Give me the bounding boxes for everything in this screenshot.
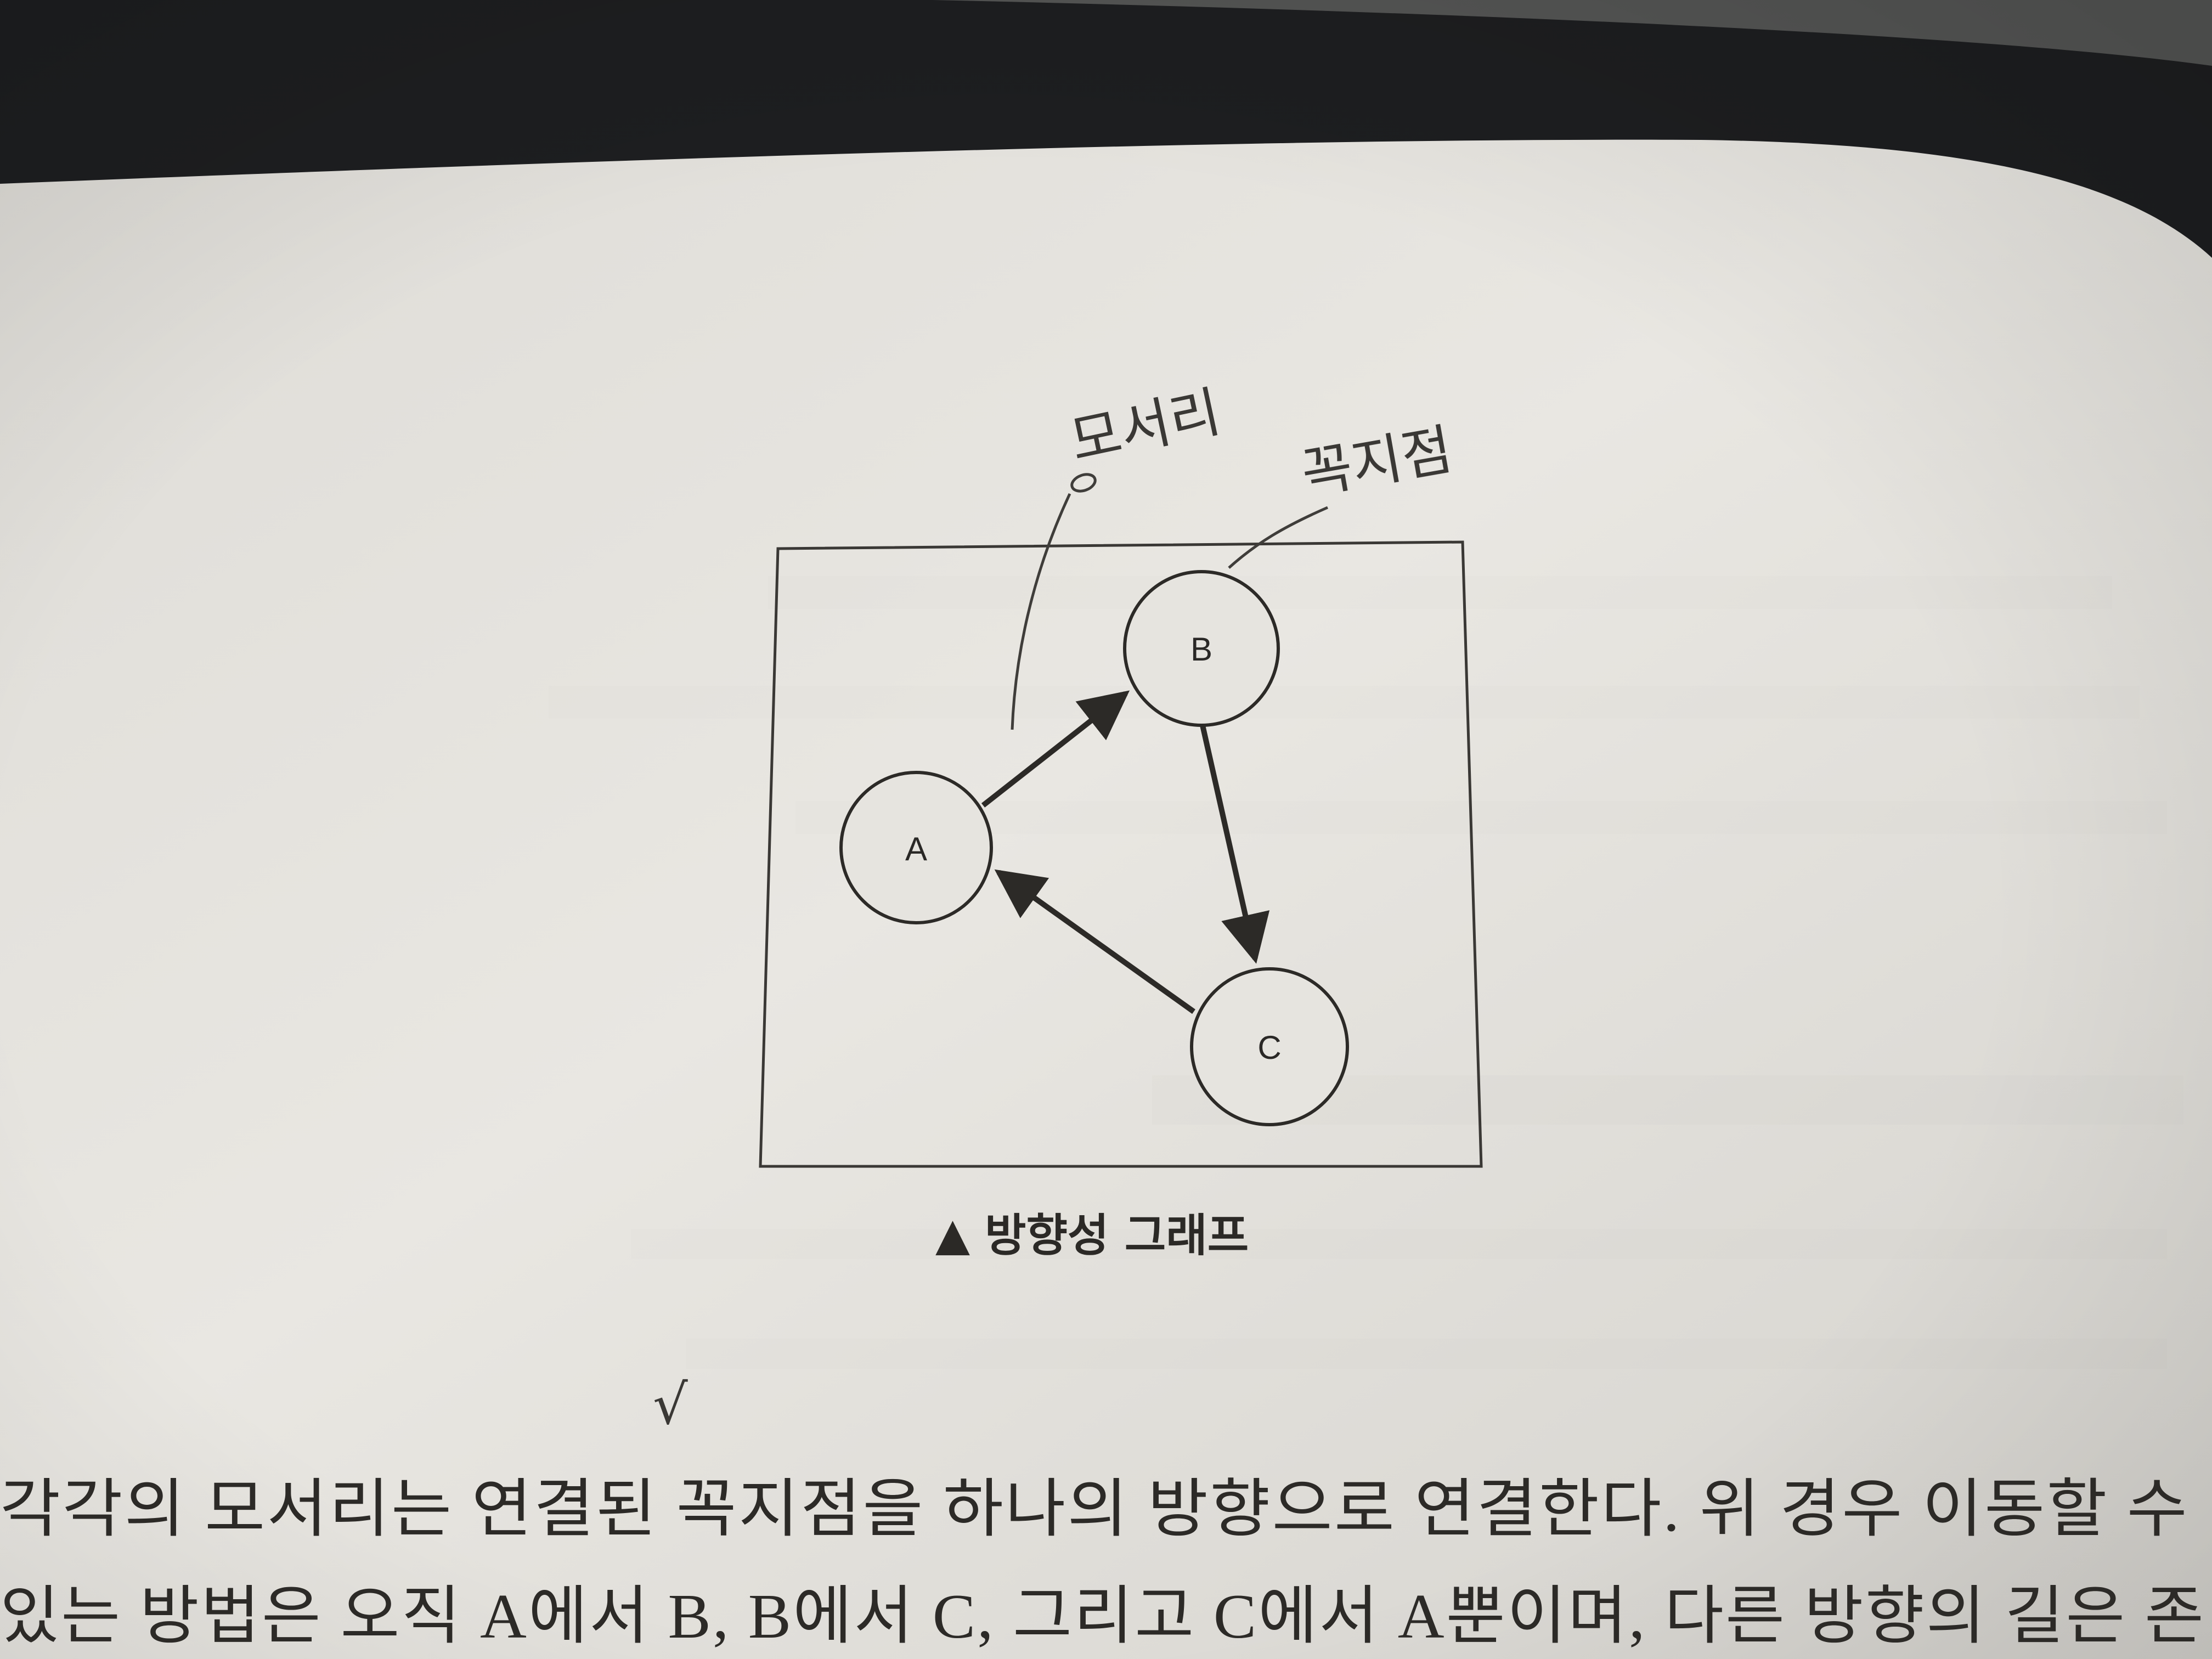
edge-a-to-b <box>981 690 1130 808</box>
node-b: B <box>1123 570 1280 727</box>
edge-b-to-c <box>1200 724 1270 964</box>
check-mark: √ <box>653 1373 688 1437</box>
node-a: A <box>839 771 993 924</box>
figure-frame <box>759 540 1483 1168</box>
body-text-line-2: 있는 방법은 오직 A에서 B, B에서 C, 그리고 C에서 A뿐이며, 다른… <box>0 1582 2205 1652</box>
figure-caption: ▲ 방향성 그래프 <box>935 1209 1249 1262</box>
node-c: C <box>1190 967 1349 1126</box>
caption-marker: ▲ <box>935 1209 970 1261</box>
body-text-line-1: 각각의 모서리는 연결된 꼭지점을 하나의 방향으로 연결한다. 위 경우 이동… <box>0 1475 2189 1545</box>
edge-c-to-a <box>994 869 1195 1014</box>
node-b-label: B <box>1190 631 1212 668</box>
caption-text: 방향성 그래프 <box>985 1210 1249 1262</box>
node-a-label: A <box>905 831 927 867</box>
node-c-label: C <box>1257 1029 1281 1066</box>
